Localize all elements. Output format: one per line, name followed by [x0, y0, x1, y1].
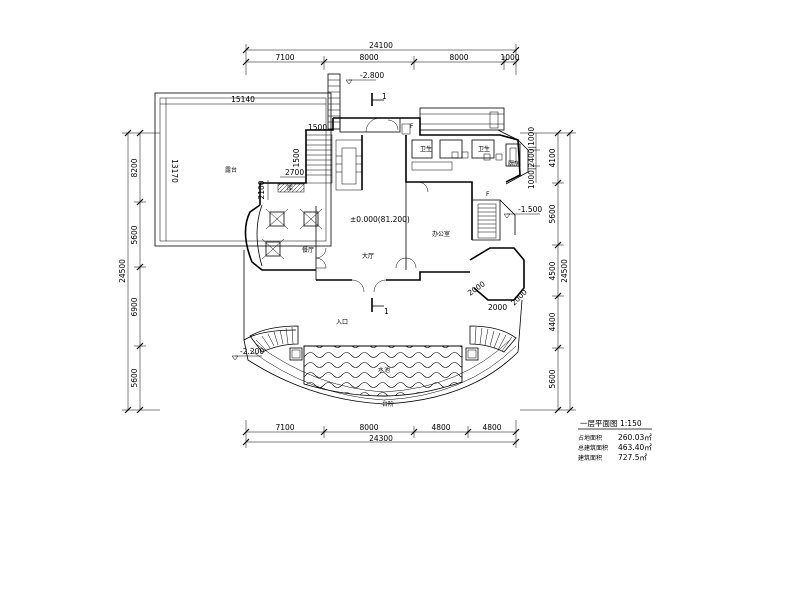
top-dim-3: 8000 — [449, 53, 468, 62]
stair-dim-2100: 2100 — [257, 180, 266, 199]
stair-dim-2700: 2700 — [285, 168, 304, 177]
bottom-dim-2: 8000 — [359, 423, 378, 432]
top-total-dim: 24100 — [369, 41, 393, 50]
level-top: -2.800 — [360, 71, 384, 80]
north-mark-2: F — [486, 191, 490, 198]
left-dim-4: 5600 — [130, 368, 139, 387]
terrace-width-dim: 15140 — [231, 95, 255, 104]
stair-dim-1500b: 1500 — [292, 148, 301, 167]
legend-row-1-label: 占地面积 — [578, 434, 602, 442]
building-walls — [244, 117, 529, 301]
section-mark-top: 1 — [382, 92, 387, 101]
toilet-label-2: 卫生 — [478, 145, 490, 153]
bottom-dim-4: 4800 — [482, 423, 501, 432]
bottom-dim-1: 7100 — [275, 423, 294, 432]
legend-scale: 1:150 — [620, 419, 642, 428]
pool-label: 水池 — [378, 366, 390, 374]
right-dim-5: 5600 — [548, 369, 557, 388]
left-dim-1: 8200 — [130, 158, 139, 177]
left-dim-2: 5600 — [130, 225, 139, 244]
kitchen-label: 厨房 — [508, 160, 520, 168]
right-dim-4: 4400 — [548, 312, 557, 331]
bottom-dim-3: 4800 — [431, 423, 450, 432]
bay-dim-2: 2000 — [488, 303, 507, 312]
terrace-label: 露台 — [225, 166, 237, 174]
hall: ±0.000(81.200) 大厅 — [315, 181, 429, 293]
office-label: 办公室 — [432, 230, 450, 238]
dining-furniture: 餐厅 — [261, 208, 323, 260]
area-legend: 一层平面图 1:150 占地面积 260.03㎡ 总建筑面积 463.40㎡ 建… — [578, 419, 652, 462]
bottom-total-dim: 24300 — [369, 434, 393, 443]
right-dim-3: 4500 — [548, 261, 557, 280]
dining-label: 餐厅 — [302, 246, 314, 254]
office: 办公室 — [432, 230, 450, 238]
legend-title: 一层平面图 — [580, 419, 618, 428]
terrace: 15140 13170 露台 — [154, 92, 332, 247]
level-right: -1.500 — [518, 205, 542, 214]
terrace-depth-dim: 13170 — [170, 159, 179, 183]
south-yard: 入口 台阶 — [243, 250, 523, 408]
steps-label: 台阶 — [382, 400, 394, 408]
north-mark-1: F — [410, 123, 414, 130]
bay-dim-3: 2000 — [509, 287, 529, 307]
curved-steps: -2.200 — [231, 325, 517, 361]
right-dim-1: 4100 — [548, 148, 557, 167]
stair-dim-1500: 1500 — [308, 123, 327, 132]
entrance-label: 入口 — [336, 319, 348, 326]
top-dim-4: 1000 — [500, 53, 519, 62]
level-center: ±0.000(81.200) — [350, 215, 410, 224]
section-mark-bottom: 1 — [384, 307, 389, 316]
level-left: -2.200 — [240, 347, 264, 356]
right-dimension-chain: 24500 4100 5600 4500 4400 5600 1000|2400… — [520, 127, 576, 414]
legend-row-2-value: 463.40㎡ — [618, 443, 652, 452]
top-dimension-chain: 24100 7100 8000 8000 1000 — [242, 41, 520, 75]
legend-row-3-label: 建筑面积 — [578, 454, 602, 462]
bottom-dimension-chain: 7100 8000 4800 4800 24300 — [242, 420, 520, 448]
east-stair: -1.500 2000 2000 2000 — [466, 203, 542, 312]
right-small-dims: 1000|2400|1000 — [527, 127, 536, 190]
top-dim-2: 8000 — [359, 53, 378, 62]
left-dim-3: 6900 — [130, 297, 139, 316]
store-label: 库 — [287, 184, 293, 192]
right-dim-2: 5600 — [548, 204, 557, 223]
west-stair: 1500 1500 2700 2100 库 — [257, 123, 363, 200]
section-marks: 1 1 — [371, 92, 389, 316]
top-dim-1: 7100 — [275, 53, 294, 62]
hall-label: 大厅 — [362, 252, 374, 260]
toilet-label-1: 卫生 — [420, 145, 432, 153]
service-area: 卫生 卫生 厨房 F — [411, 139, 521, 198]
legend-row-1-value: 260.03㎡ — [618, 433, 652, 442]
legend-row-2-label: 总建筑面积 — [578, 444, 608, 452]
top-stair-strip: -2.800 — [327, 71, 384, 130]
left-dimension-chain: 24500 8200 5600 6900 5600 — [118, 129, 160, 414]
north-corridor: F — [339, 107, 505, 135]
pool: 水池 — [303, 345, 463, 397]
right-total-dim: 24500 — [560, 259, 569, 283]
legend-row-3-value: 727.5㎡ — [618, 453, 647, 462]
left-total-dim: 24500 — [118, 259, 127, 283]
bay-dim-1: 2000 — [466, 279, 487, 297]
